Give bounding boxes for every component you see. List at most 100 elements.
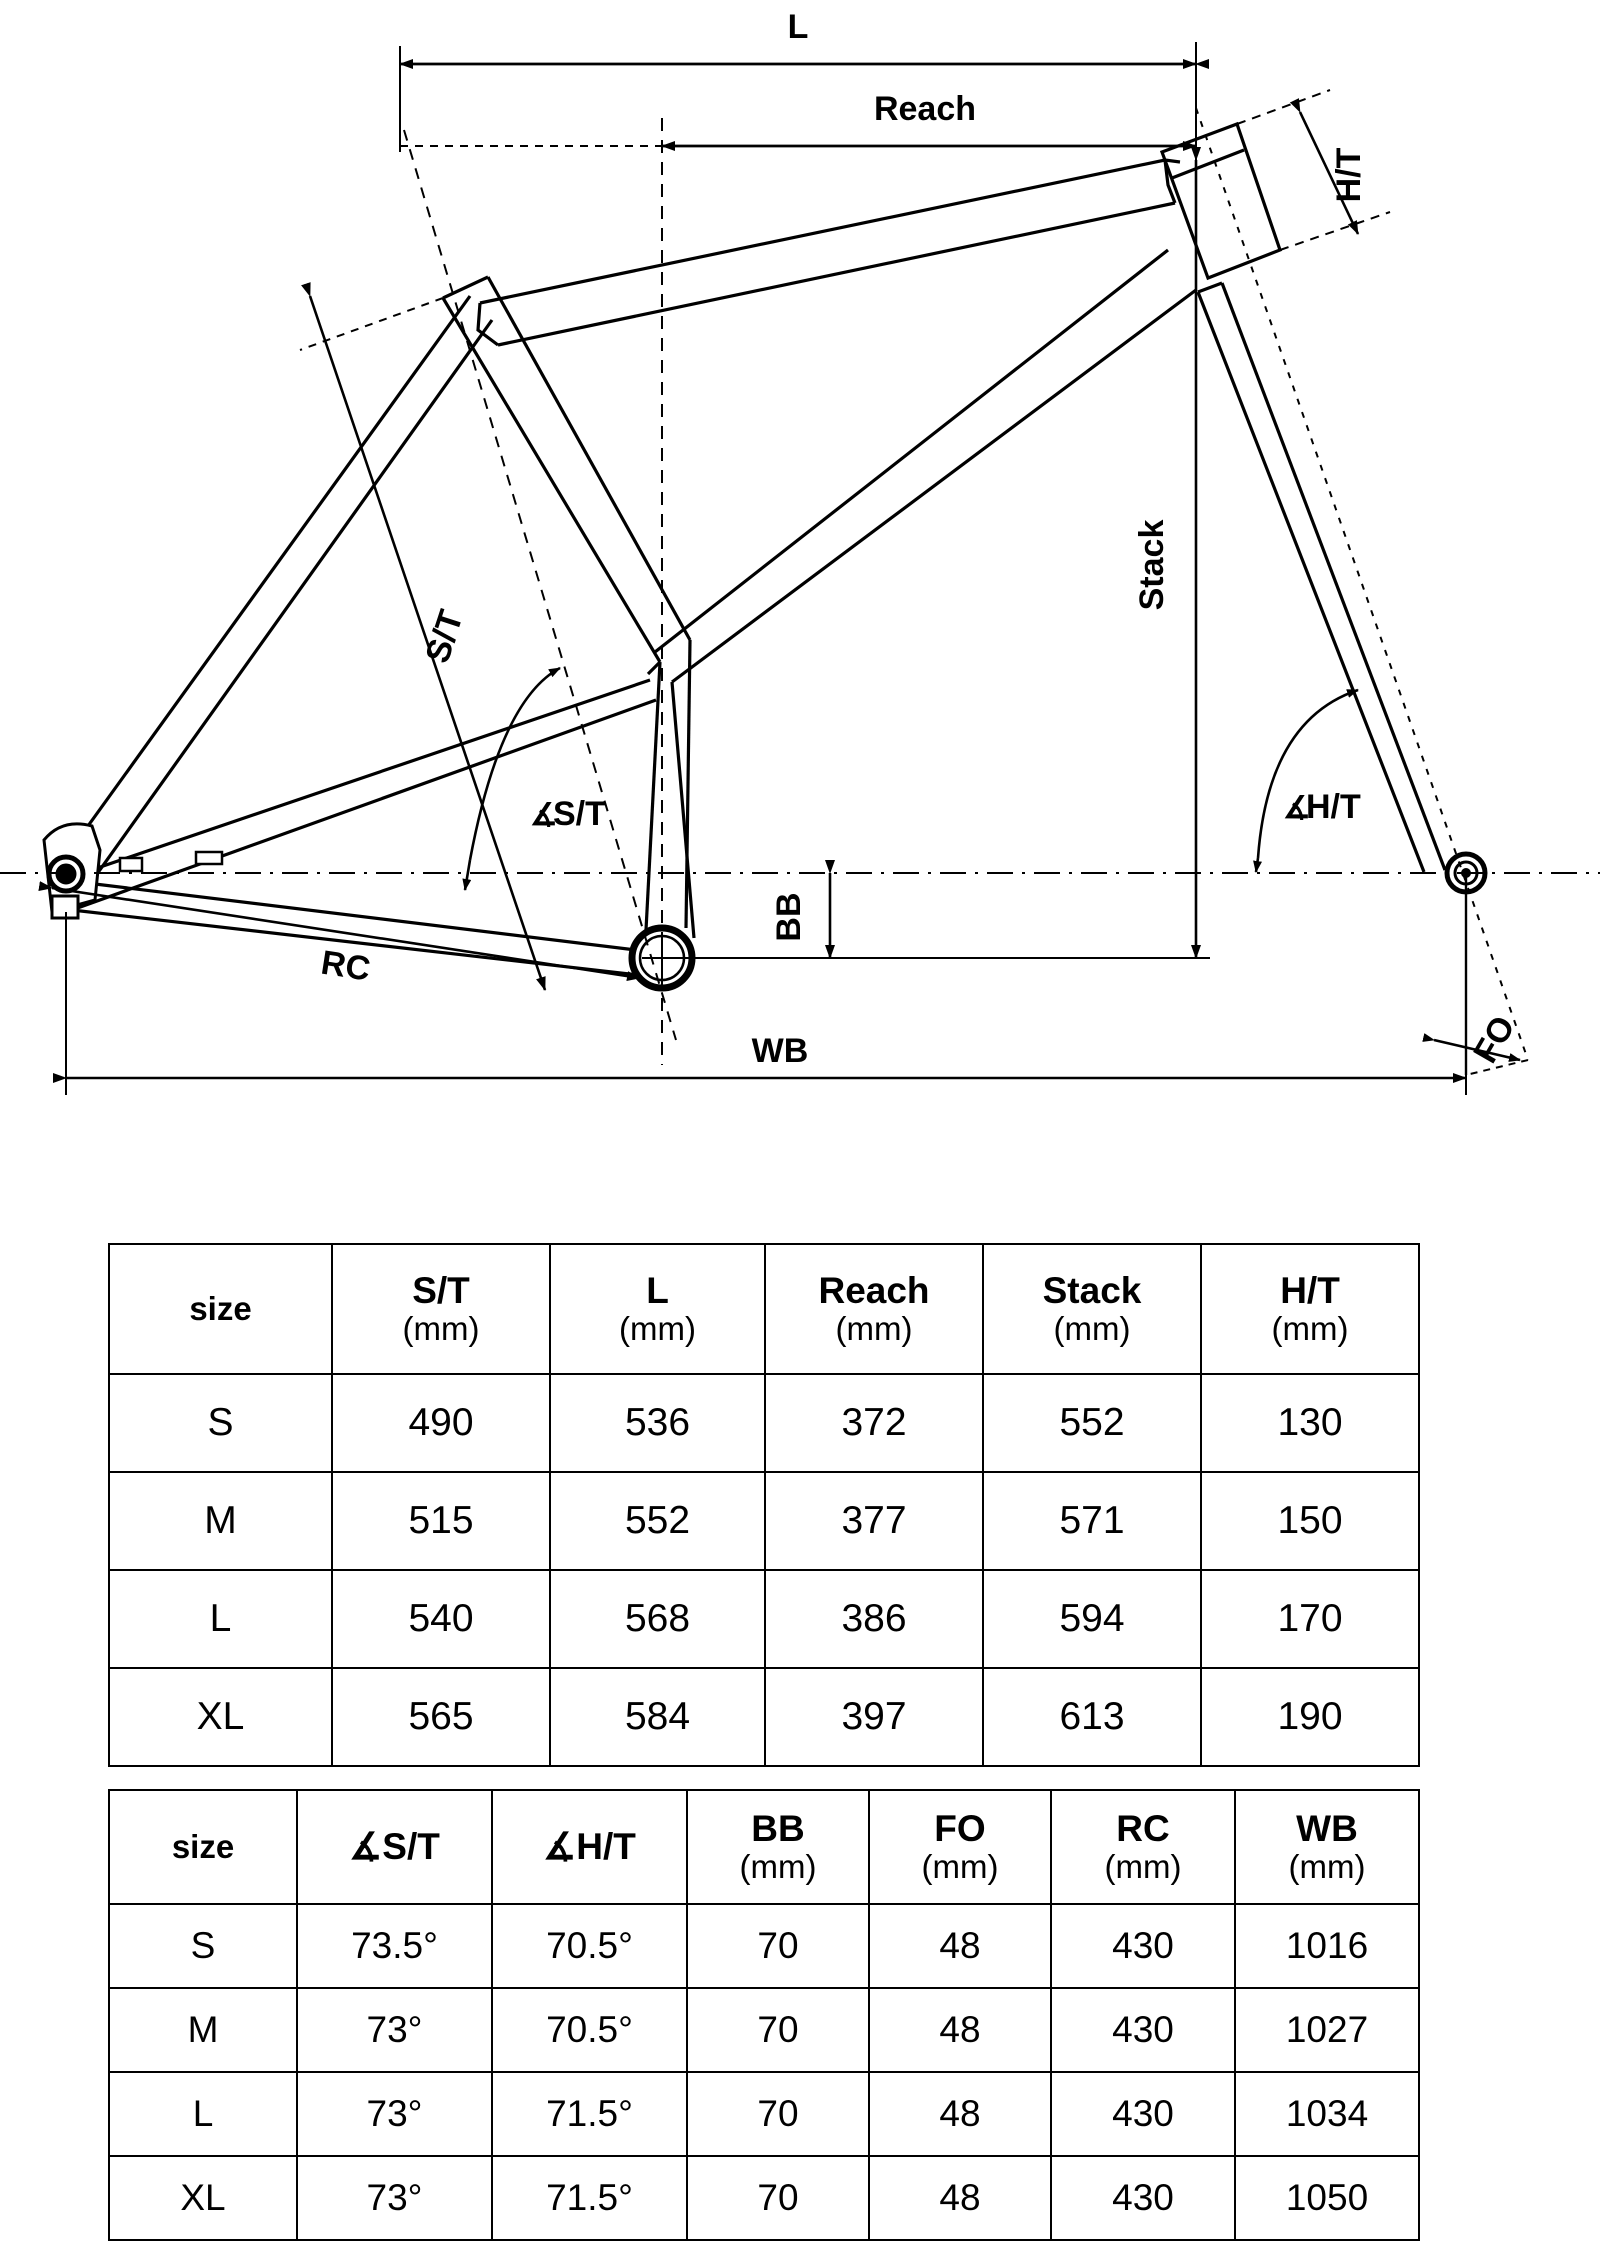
cell-st-angle: 73° bbox=[296, 2155, 493, 2241]
cell-fo: 48 bbox=[868, 1903, 1052, 1989]
cell-size: S bbox=[108, 1373, 333, 1473]
braze-on-details bbox=[118, 850, 224, 873]
col-wb-label: WB bbox=[1296, 1807, 1358, 1849]
seat-tube-left-edge bbox=[441, 297, 662, 663]
cell-size: XL bbox=[108, 2155, 298, 2241]
cell-stack: 594 bbox=[982, 1569, 1202, 1669]
down-tube-upper-edge bbox=[654, 248, 1169, 654]
cell-fo: 48 bbox=[868, 2155, 1052, 2241]
table-row: XL 73° 71.5° 70 48 430 1050 bbox=[108, 2155, 1420, 2241]
col-bb-unit: (mm) bbox=[739, 1848, 817, 1886]
cell-stack: 613 bbox=[982, 1667, 1202, 1767]
col-l-unit: (mm) bbox=[619, 1310, 696, 1348]
dimension-l: L bbox=[399, 8, 1209, 160]
col-ht-unit: (mm) bbox=[1271, 1310, 1349, 1348]
head-tube-centerline bbox=[1195, 107, 1529, 1061]
label-reach: Reach bbox=[874, 90, 976, 128]
col-reach-label: Reach bbox=[818, 1269, 930, 1311]
label-ht: H/T bbox=[1330, 147, 1368, 202]
col-ht-angle: ∡H/T bbox=[491, 1789, 688, 1905]
fork-blade-left-edge bbox=[1196, 291, 1426, 873]
seat-tube-top-cap bbox=[442, 275, 489, 300]
cell-reach: 397 bbox=[764, 1667, 984, 1767]
dimension-ht: H/T bbox=[1236, 89, 1391, 251]
col-wb: WB (mm) bbox=[1234, 1789, 1420, 1905]
col-fo: FO (mm) bbox=[868, 1789, 1052, 1905]
cell-st: 515 bbox=[331, 1471, 551, 1571]
label-wb: WB bbox=[752, 1032, 809, 1070]
col-rc: RC (mm) bbox=[1050, 1789, 1236, 1905]
dimension-reach: Reach bbox=[400, 90, 1197, 151]
label-stack: Stack bbox=[1133, 520, 1171, 611]
dimension-ht-angle: ∡ H/T bbox=[1253, 688, 1361, 873]
top-tube-lower-edge bbox=[497, 201, 1176, 347]
col-l-label: L bbox=[646, 1269, 669, 1311]
cell-size: XL bbox=[108, 1667, 333, 1767]
cell-st: 565 bbox=[331, 1667, 551, 1767]
cell-rc: 430 bbox=[1050, 2155, 1236, 2241]
cell-reach: 377 bbox=[764, 1471, 984, 1571]
cell-l: 552 bbox=[549, 1471, 766, 1571]
label-ht-angle: H/T bbox=[1306, 788, 1361, 826]
label-st-angle: S/T bbox=[553, 795, 606, 833]
top-tube-head-junction bbox=[1163, 159, 1177, 204]
cell-ht: 150 bbox=[1200, 1471, 1420, 1571]
cell-bb: 70 bbox=[686, 1903, 870, 1989]
dimension-fo: FO bbox=[1422, 1010, 1529, 1076]
cell-bb: 70 bbox=[686, 2155, 870, 2241]
col-st-angle-label: ∡S/T bbox=[349, 1826, 440, 1868]
label-st: S/T bbox=[418, 605, 471, 667]
dimension-rc: RC bbox=[38, 881, 641, 989]
cell-st-angle: 73° bbox=[296, 1987, 493, 2073]
cell-reach: 372 bbox=[764, 1373, 984, 1473]
col-bb: BB (mm) bbox=[686, 1789, 870, 1905]
cell-size: M bbox=[108, 1471, 333, 1571]
cell-st-angle: 73° bbox=[296, 2071, 493, 2157]
col-stack-unit: (mm) bbox=[1053, 1310, 1131, 1348]
col-l: L (mm) bbox=[549, 1243, 766, 1375]
table-header-row: size ∡S/T ∡H/T BB (mm) FO (mm) RC (mm) W… bbox=[108, 1789, 1420, 1905]
cell-st: 540 bbox=[331, 1569, 551, 1669]
col-ht-label: H/T bbox=[1280, 1269, 1340, 1311]
label-l: L bbox=[788, 8, 809, 46]
table-header-row: size S/T (mm) L (mm) Reach (mm) Stack (m… bbox=[108, 1243, 1420, 1375]
table-row: L 73° 71.5° 70 48 430 1034 bbox=[108, 2071, 1420, 2157]
cell-wb: 1016 bbox=[1234, 1903, 1420, 1989]
dimension-stack: Stack bbox=[662, 147, 1210, 959]
col-fo-label: FO bbox=[934, 1807, 986, 1849]
frame-geometry-table: size S/T (mm) L (mm) Reach (mm) Stack (m… bbox=[108, 1243, 1420, 1767]
cell-stack: 571 bbox=[982, 1471, 1202, 1571]
col-size: size bbox=[108, 1243, 333, 1375]
cell-wb: 1034 bbox=[1234, 2071, 1420, 2157]
col-reach-unit: (mm) bbox=[835, 1310, 913, 1348]
cell-size: L bbox=[108, 1569, 333, 1669]
cell-fo: 48 bbox=[868, 2071, 1052, 2157]
cell-bb: 70 bbox=[686, 1987, 870, 2073]
table-row: M 73° 70.5° 70 48 430 1027 bbox=[108, 1987, 1420, 2073]
frame-drawing-svg: L Reach H/T Stack S/T bbox=[0, 8, 1600, 1095]
col-reach: Reach (mm) bbox=[764, 1243, 984, 1375]
table-row: S 73.5° 70.5° 70 48 430 1016 bbox=[108, 1903, 1420, 1989]
col-st-label: S/T bbox=[412, 1269, 470, 1311]
table-row: S 490 536 372 552 130 bbox=[108, 1373, 1420, 1473]
cell-l: 536 bbox=[549, 1373, 766, 1473]
cell-ht: 190 bbox=[1200, 1667, 1420, 1767]
col-size: size bbox=[108, 1789, 298, 1905]
cell-rc: 430 bbox=[1050, 1987, 1236, 2073]
col-ht: H/T (mm) bbox=[1200, 1243, 1420, 1375]
label-ht-angle-symbol: ∡ bbox=[1283, 790, 1311, 825]
seat-tube-bb-junction-left bbox=[646, 660, 662, 676]
col-wb-unit: (mm) bbox=[1288, 1848, 1366, 1886]
cell-reach: 386 bbox=[764, 1569, 984, 1669]
table-row: XL 565 584 397 613 190 bbox=[108, 1667, 1420, 1767]
cell-bb: 70 bbox=[686, 2071, 870, 2157]
col-stack-label: Stack bbox=[1042, 1269, 1142, 1311]
col-st: S/T (mm) bbox=[331, 1243, 551, 1375]
frame-geometry-diagram: L Reach H/T Stack S/T bbox=[0, 8, 1600, 1095]
chain-stay-upper-edge bbox=[61, 678, 651, 882]
cell-ht-angle: 71.5° bbox=[491, 2155, 688, 2241]
cell-rc: 430 bbox=[1050, 2071, 1236, 2157]
col-size-label: size bbox=[189, 1289, 252, 1327]
cell-rc: 430 bbox=[1050, 1903, 1236, 1989]
top-tube-upper-edge bbox=[479, 158, 1181, 305]
